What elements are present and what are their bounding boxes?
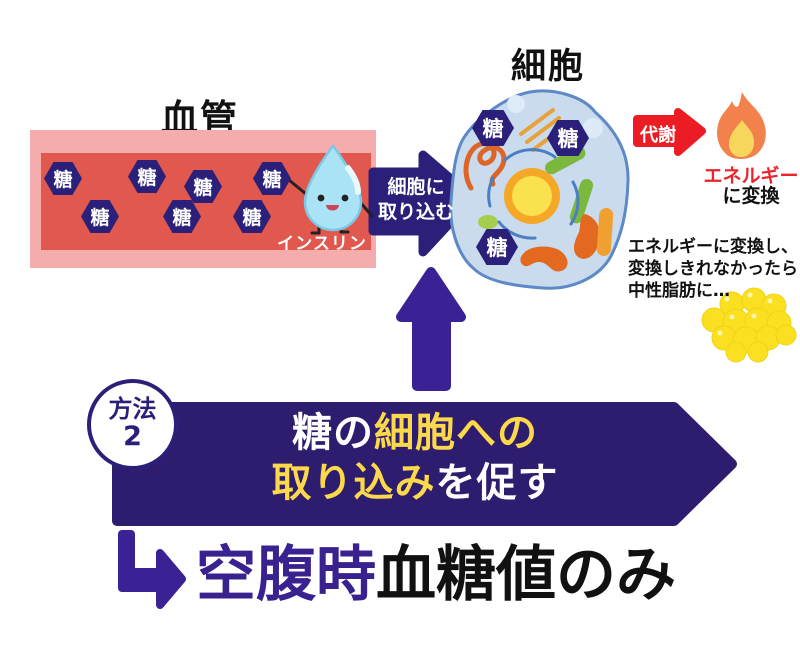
banner-seg3: 取り込み	[271, 460, 436, 506]
method-badge-number: 2	[123, 421, 142, 452]
organelle	[520, 246, 568, 272]
conclusion-rest: 血糖値のみ	[376, 540, 676, 610]
metabolism-label: 代謝	[640, 125, 676, 146]
energy-caption: エネルギー に変換	[690, 166, 800, 206]
insulin-label: インスリン	[277, 234, 367, 254]
insulin-character-icon	[287, 143, 374, 235]
fat-cells-icon	[701, 287, 797, 363]
organelle	[596, 208, 614, 256]
banner-arrow-shape	[112, 402, 737, 526]
cell-title: 細胞	[510, 47, 585, 87]
sugar-hexagon: 糖	[476, 229, 518, 265]
uptake-arrow-shape	[368, 150, 478, 257]
uptake-line1: 細胞に	[387, 176, 445, 198]
sugar-hexagon: 糖	[472, 110, 514, 146]
energy-highlight: エネルギー	[703, 165, 799, 187]
fat-note: エネルギーに変換し、 変換しきれなかったら 中性脂肪に…	[628, 236, 800, 302]
uptake-line2: 取り込む	[377, 201, 454, 223]
vesicle	[507, 95, 525, 113]
nucleus-arcs	[487, 148, 580, 240]
banner-seg4: を促す	[435, 460, 559, 506]
banner-seg2: 細胞への	[374, 410, 538, 456]
mouth	[326, 205, 339, 211]
insulin-drop-body	[303, 143, 363, 232]
sugar-hexagon: 糖	[547, 120, 589, 156]
banner-line1: 糖の細胞への	[150, 408, 680, 458]
fat-note-line1: エネルギーに変換し、	[628, 237, 798, 257]
flame-icon	[717, 92, 766, 160]
drop-highlight	[345, 165, 361, 195]
organelle	[478, 215, 498, 229]
method-badge: 方法 2	[87, 379, 178, 470]
conclusion-highlight: 空腹時	[196, 540, 376, 610]
uptake-arrow-label: 細胞に 取り込む	[370, 175, 462, 225]
banner-text: 糖の細胞への 取り込みを促す	[150, 408, 680, 508]
conclusion-text: 空腹時血糖値のみ	[196, 543, 676, 607]
vesicle	[583, 118, 603, 138]
eye	[317, 194, 325, 202]
banner-line2: 取り込みを促す	[150, 458, 680, 508]
endoplasmic-reticulum	[463, 141, 507, 191]
fat-note-line2: 変換しきれなかったら	[628, 259, 798, 279]
eye	[341, 194, 349, 202]
up-arrow-icon	[396, 267, 466, 391]
fat-note-line3: 中性脂肪に…	[628, 281, 730, 301]
method-badge-text: 方法	[108, 395, 157, 423]
metabolism-arrow-shape	[633, 108, 706, 156]
flame-inner	[728, 120, 754, 157]
organelle	[573, 214, 600, 259]
banner-seg1: 糖の	[292, 410, 374, 456]
elbow-arrow-icon	[118, 530, 186, 609]
nucleus	[512, 176, 552, 216]
energy-suffix: に変換	[722, 185, 780, 207]
sugar-hexagon: 糖	[81, 200, 119, 233]
sugar-hexagon: 糖	[253, 162, 291, 195]
